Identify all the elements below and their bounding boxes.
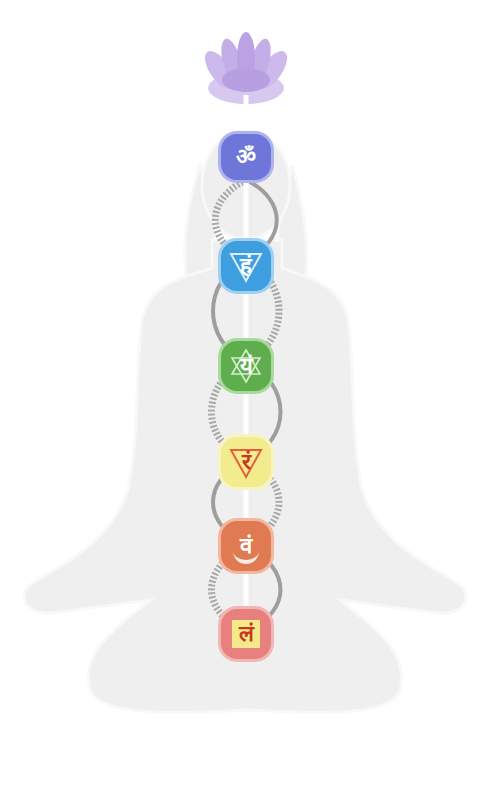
chakra-node: हं — [221, 241, 271, 291]
sushumna-connector — [244, 183, 249, 238]
chakra-node: लं — [221, 609, 271, 659]
seed-syllable: रं — [242, 450, 251, 474]
seed-syllable: हं — [240, 254, 252, 278]
sushumna-connector — [244, 294, 249, 338]
seed-syllable: वं — [240, 534, 252, 558]
seed-syllable: ॐ — [236, 145, 256, 169]
sushumna-connector — [244, 490, 249, 518]
chakra-node: ॐ — [221, 134, 271, 180]
chakra-node: यं — [221, 341, 271, 391]
chakra-node: वं — [221, 521, 271, 571]
chakra-node: रं — [221, 437, 271, 487]
sushumna-connector — [244, 394, 249, 434]
seated-silhouette — [24, 131, 466, 712]
seed-syllable: यं — [240, 354, 253, 378]
crown-lotus — [199, 32, 293, 104]
sushumna-line — [244, 95, 249, 134]
seed-syllable: लं — [239, 622, 254, 646]
nadi-channels — [212, 180, 281, 632]
sushumna-connector — [244, 574, 249, 606]
